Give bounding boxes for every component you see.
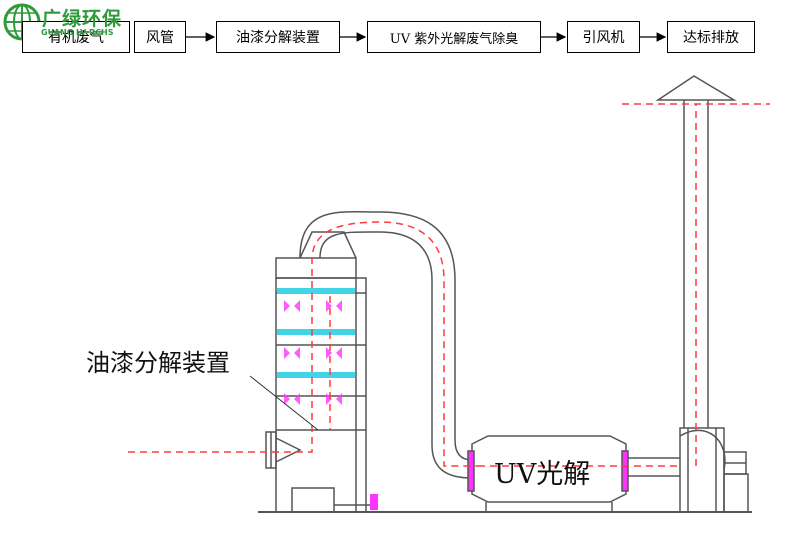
duct-pipe (299, 210, 473, 479)
uv-photolysis-unit (467, 435, 680, 512)
flow-step-label: 引风机 (582, 30, 625, 46)
flow-step-paint-decomposer: 油漆分解装置 (216, 21, 340, 53)
uv-label: UV光解 (494, 459, 591, 490)
paint-decomposer-label: 油漆分解装置 (86, 349, 230, 377)
flow-step-duct: 风管 (134, 21, 186, 53)
flow-step-label: 达标排放 (683, 30, 739, 46)
flow-step-organic-gas: 有机废气 (22, 21, 130, 53)
nozzle-row (284, 393, 342, 405)
exhaust-stack (655, 75, 737, 428)
pump-icon (370, 494, 378, 510)
flow-step-discharge: 达标排放 (667, 21, 755, 53)
flow-step-label: 油漆分解装置 (236, 30, 320, 46)
logo-subtitle: GUANG LV RCHS (41, 28, 114, 37)
airflow-path (128, 103, 770, 467)
filter-layers (277, 288, 355, 378)
flow-step-fan: 引风机 (567, 21, 640, 53)
nozzle-row (284, 300, 342, 312)
spray-nozzles (284, 300, 378, 510)
nozzle-row (284, 347, 342, 359)
logo-name: 广绿环保 (42, 8, 123, 30)
flow-step-uv-photolysis: UV 紫外光解废气除臭 (367, 21, 541, 53)
paint-decomposer-tower (265, 231, 372, 513)
induced-draft-fan (679, 427, 749, 513)
flow-step-label: 有机废气 (48, 30, 104, 46)
flow-step-label: UV 紫外光解废气除臭 (389, 31, 519, 47)
flow-step-label: 风管 (146, 30, 174, 46)
label-leader-line (249, 375, 319, 431)
